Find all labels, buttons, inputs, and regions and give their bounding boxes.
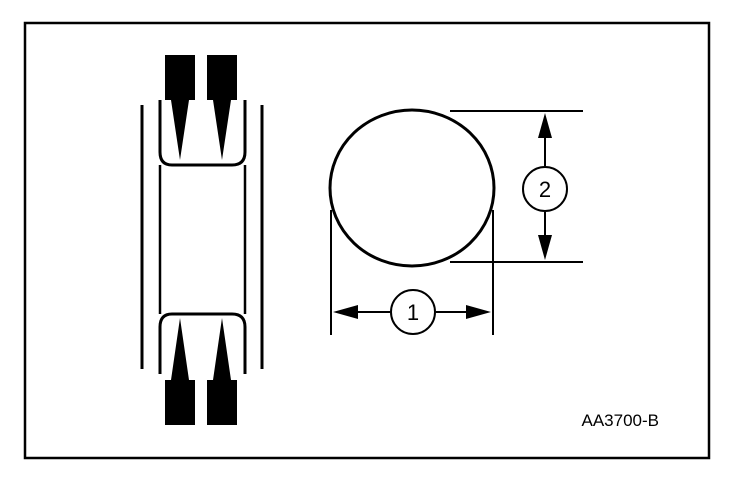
ring-top-bracket <box>158 100 247 167</box>
ring-bottom-bracket <box>158 312 247 374</box>
up-arrow-right-icon <box>207 318 237 425</box>
compressed-ring-side-view <box>140 55 264 425</box>
figure-frame <box>23 21 711 460</box>
height-callout-circle <box>522 166 568 212</box>
width-arrowhead-right-icon <box>466 305 491 319</box>
ring-top-view: 1 2 <box>328 108 583 335</box>
width-callout-label: 1 <box>407 300 419 325</box>
ring-outline-circle <box>328 108 496 268</box>
height-arrowhead-top-icon <box>538 113 552 138</box>
height-callout-label: 2 <box>539 177 551 202</box>
up-arrow-left-icon <box>165 318 195 425</box>
height-arrowhead-bottom-icon <box>538 235 552 260</box>
figure-id-label: AA3700-B <box>582 411 660 430</box>
width-callout-circle <box>390 289 436 335</box>
width-arrowhead-left-icon <box>333 305 358 319</box>
down-arrow-right-icon <box>207 55 237 160</box>
down-arrow-left-icon <box>165 55 195 160</box>
